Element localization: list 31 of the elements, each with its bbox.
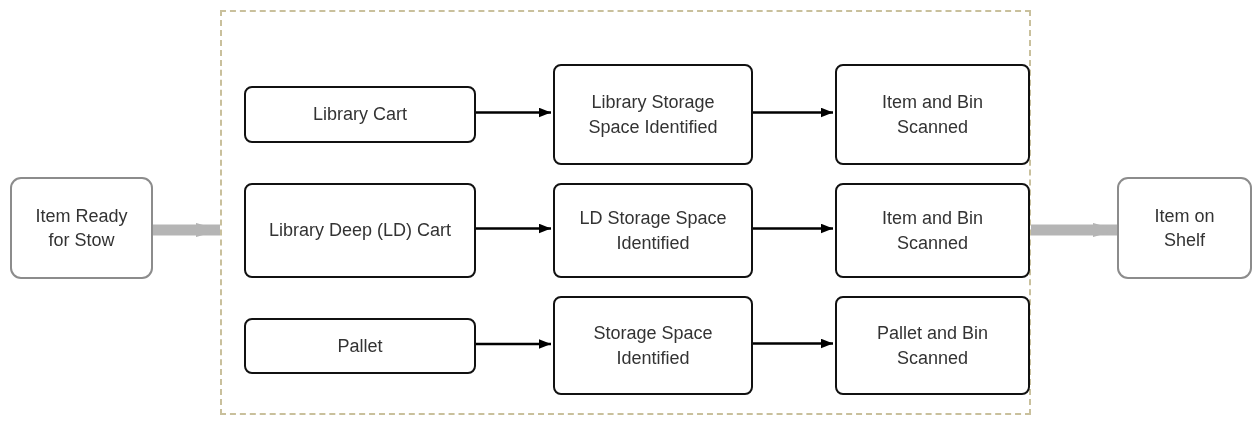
process-box — [553, 183, 753, 278]
box-label: Pallet and Bin Scanned — [875, 322, 990, 370]
arrow — [751, 223, 833, 234]
box-label: Item and Bin Scanned — [880, 207, 985, 255]
box-label: Library Cart — [313, 103, 407, 127]
box-label: Library Deep (LD) Cart — [268, 219, 452, 243]
box-label: Pallet — [337, 334, 383, 358]
box-label: Item on Shelf — [1153, 204, 1216, 252]
process-box — [835, 183, 1030, 278]
arrow — [474, 339, 551, 349]
box-label: Item Ready for Stow — [34, 204, 129, 252]
process-box — [835, 64, 1030, 165]
arrow — [751, 338, 833, 349]
process-box — [244, 183, 476, 278]
arrow — [474, 223, 551, 234]
arrow — [751, 107, 833, 118]
box-label: Item and Bin Scanned — [880, 91, 985, 139]
dashed-group-frame — [220, 10, 1031, 415]
block-arrow — [153, 222, 220, 238]
process-box — [553, 64, 753, 165]
arrow — [474, 107, 551, 118]
box-label: Storage Space Identified — [592, 322, 714, 370]
box-label: LD Storage Space Identified — [578, 207, 728, 255]
block-arrow — [1031, 222, 1117, 238]
process-box — [244, 318, 476, 374]
process-box — [553, 296, 753, 395]
process-box — [1117, 177, 1252, 279]
process-box — [835, 296, 1030, 395]
process-box — [10, 177, 153, 279]
process-box — [244, 86, 476, 143]
box-label: Library Storage Space Identified — [587, 91, 719, 139]
